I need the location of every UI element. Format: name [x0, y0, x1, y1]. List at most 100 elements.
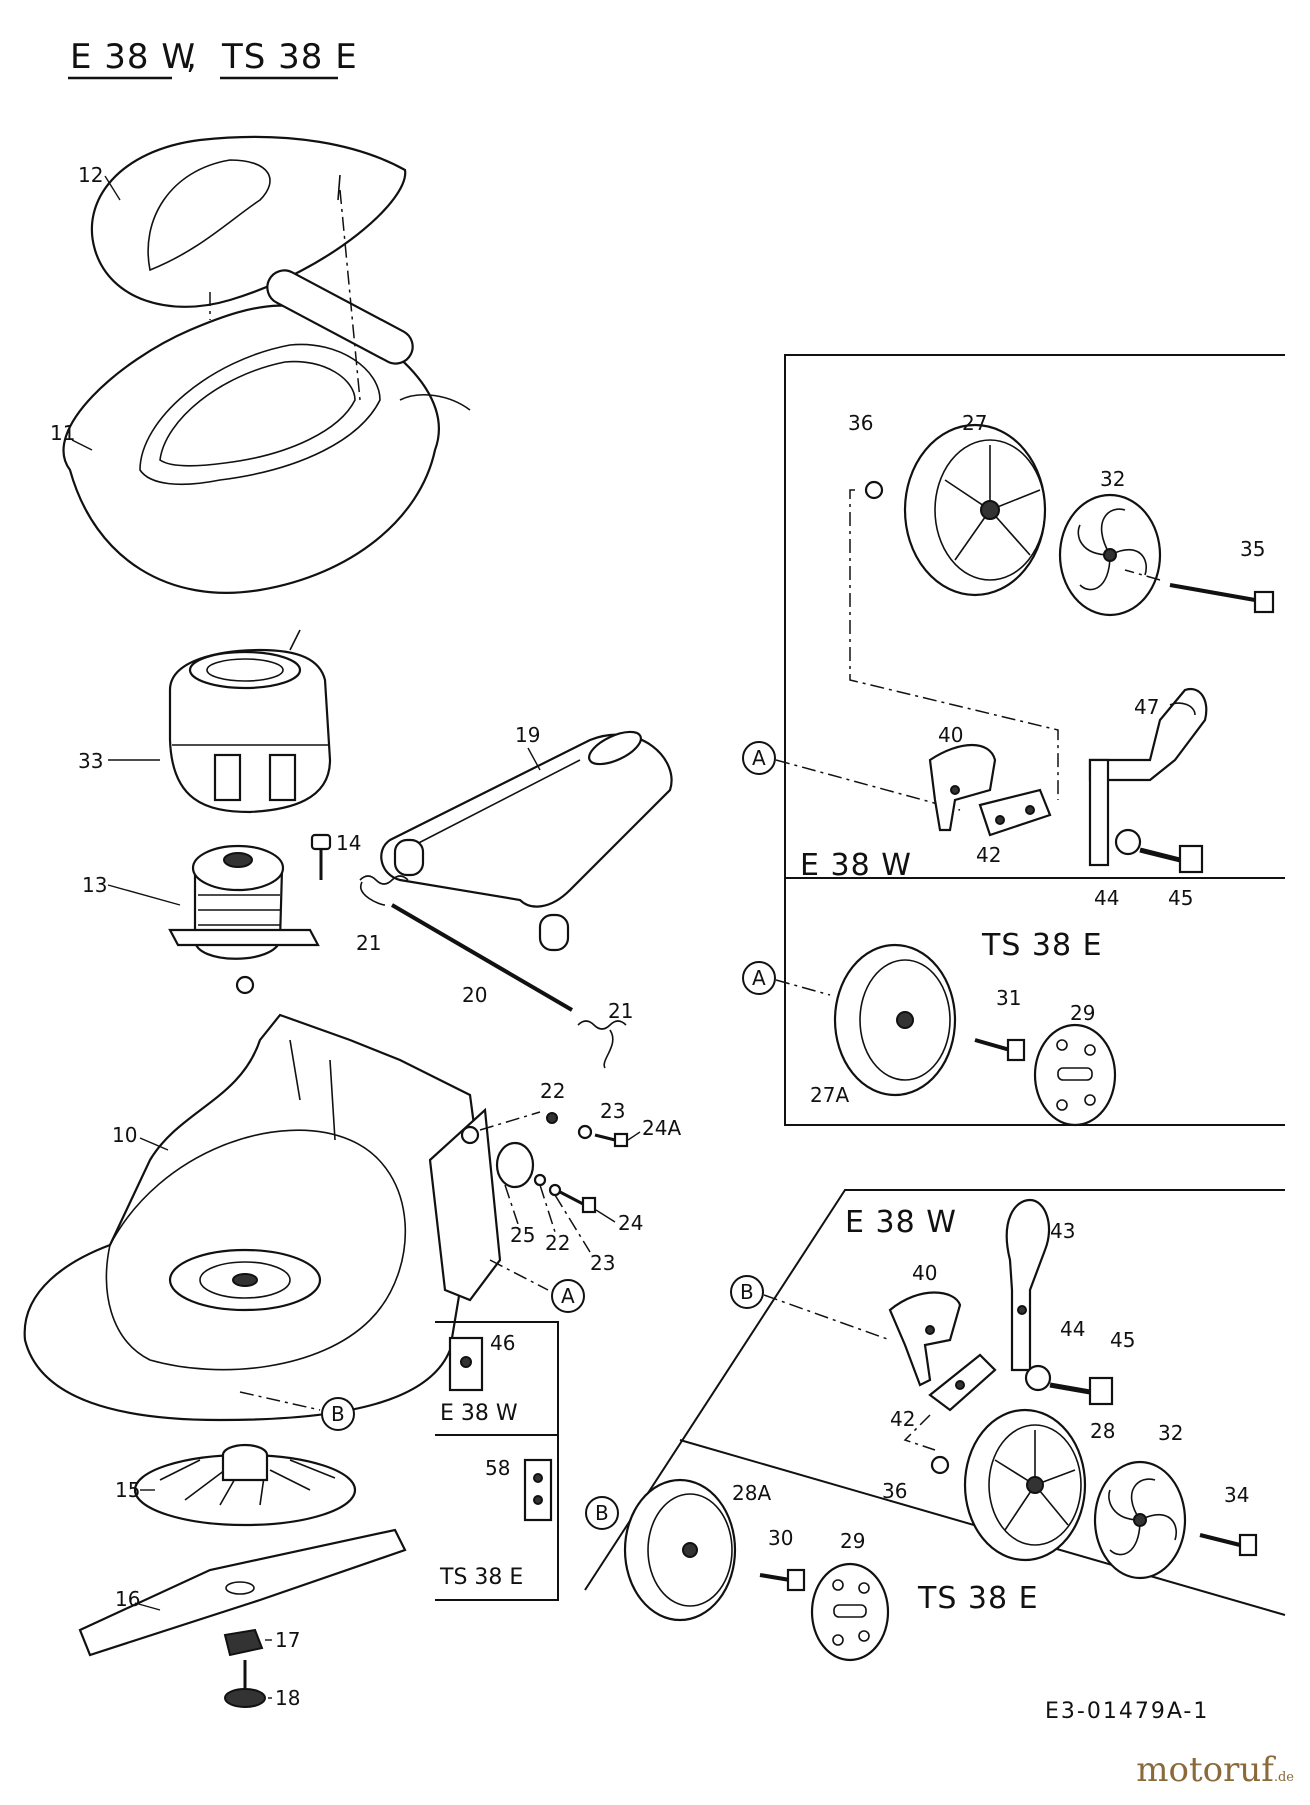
callout-11: 11 [50, 421, 75, 445]
panel-a-height-lever-47 [1088, 687, 1208, 867]
dash-panel-a-wheel-to-bracket [849, 489, 1059, 800]
part-fan [133, 1443, 357, 1527]
dash-panel-b-plate-to-washer [903, 1414, 936, 1451]
callout-B: B [331, 1402, 345, 1426]
panel-a-callout-47: 47 [1134, 695, 1159, 719]
callout-17: 17 [275, 1628, 300, 1652]
header-model-b: TS 38 E [221, 37, 358, 77]
panel-b-height-lever-43 [1005, 1198, 1050, 1372]
panel-b-label-e38w: E 38 W [845, 1205, 957, 1240]
panel-a-washer-36 [864, 480, 884, 500]
panel-a-label-e38w: E 38 W [800, 848, 912, 883]
callout-22b: 22 [545, 1231, 570, 1255]
callout-24A: 24A [642, 1116, 681, 1140]
dash-fastener-bottom [504, 1184, 591, 1253]
panel-b-callout-32: 32 [1158, 1421, 1183, 1445]
inset-box-brackets [435, 1321, 559, 1601]
panel-b-ts-ref-label: B [595, 1501, 609, 1525]
panel-b-washer-36 [930, 1455, 950, 1475]
panel-b-wheel-28A [623, 1478, 737, 1622]
panel-b-callout-36: 36 [882, 1479, 907, 1503]
panel-b-ref-circle [730, 1275, 764, 1309]
ref-circle-b-deck [321, 1397, 355, 1431]
part-bushing-25 [495, 1141, 535, 1189]
part-motor-cover [168, 629, 332, 814]
part-blade-nut [223, 1628, 264, 1657]
panel-a-label-ts38e: TS 38 E [981, 928, 1103, 963]
panel-b-bracket-40 [888, 1291, 962, 1387]
panel-b-callout-44: 44 [1060, 1317, 1085, 1341]
part-spring-21-right [577, 1020, 627, 1069]
part-screw-14 [310, 833, 332, 880]
callout-22a: 22 [540, 1079, 565, 1103]
panel-a-callout-36: 36 [848, 411, 873, 435]
panel-b-ref-label: B [740, 1280, 754, 1304]
panel-a-wheel-27 [903, 423, 1047, 597]
panel-a-callout-31: 31 [996, 986, 1021, 1010]
part-washer-23a [577, 1124, 593, 1140]
inset-label-ts38e: TS 38 E [439, 1565, 523, 1590]
panel-a-bolt-35 [1169, 583, 1275, 614]
callout-19: 19 [515, 723, 540, 747]
panel-a-bolt-45 [1139, 844, 1204, 874]
panel-b-ts-ref-circle [585, 1496, 619, 1530]
panel-b-hubcap-29 [810, 1562, 890, 1662]
ref-circle-a-deck [551, 1279, 585, 1313]
panel-a-ts-ref-label: A [752, 966, 766, 990]
callout-13: 13 [82, 873, 107, 897]
leader-10 [139, 1137, 169, 1151]
panel-b-callout-43: 43 [1050, 1219, 1075, 1243]
callout-14: 14 [336, 831, 361, 855]
leader-19 [527, 747, 541, 771]
dash-fastener-top [479, 1111, 541, 1131]
panel-b-washer-44 [1024, 1364, 1052, 1392]
panel-b-callout-29: 29 [840, 1529, 865, 1553]
panel-a-callout-32: 32 [1100, 467, 1125, 491]
part-blade [78, 1528, 407, 1657]
inset-label-e38w: E 38 W [440, 1401, 518, 1426]
part-axle-20 [390, 903, 574, 1012]
dash-lid-to-box [209, 189, 361, 401]
panel-b-hubcap-32 [1093, 1460, 1187, 1580]
part-grass-box [62, 269, 471, 594]
part-washer-22b [533, 1173, 547, 1187]
panel-b-callout-28A: 28A [732, 1481, 771, 1505]
callout-24: 24 [618, 1211, 643, 1235]
panel-a-callout-29: 29 [1070, 1001, 1095, 1025]
part-washer-23b [548, 1183, 562, 1197]
dash-panel-a-axle [1124, 569, 1161, 581]
panel-a-ts-ref-circle [742, 961, 776, 995]
dash-panel-a-ref [775, 759, 961, 811]
callout-58: 58 [485, 1456, 510, 1480]
part-bolt-24A [594, 1132, 629, 1148]
callout-21a: 21 [356, 931, 381, 955]
leader-24A [627, 1131, 641, 1141]
document-number: E3-01479A-1 [1045, 1699, 1209, 1724]
panel-b-callout-42: 42 [890, 1407, 915, 1431]
brand-name: motoruf [1136, 1750, 1274, 1790]
callout-33: 33 [78, 749, 103, 773]
panel-b-bolt-34 [1199, 1533, 1258, 1557]
callout-46: 46 [490, 1331, 515, 1355]
callout-16: 16 [115, 1587, 140, 1611]
panel-b-callout-28: 28 [1090, 1419, 1115, 1443]
panel-a-hubcap-32 [1058, 493, 1162, 617]
part-blade-bolt [224, 1660, 266, 1708]
part-motor [168, 844, 320, 995]
panel-a-wheel-27A [833, 943, 957, 1097]
dash-ref-b-deck [239, 1391, 321, 1411]
header-model-a: E 38 W [70, 37, 196, 77]
callout-23b: 23 [590, 1251, 615, 1275]
panel-a-bolt-31 [974, 1038, 1026, 1062]
panel-a-callout-40: 40 [938, 723, 963, 747]
leader-11 [71, 439, 93, 451]
panel-a-callout-42: 42 [976, 843, 1001, 867]
leader-16 [134, 1602, 161, 1611]
callout-15: 15 [115, 1478, 140, 1502]
panel-a-callout-27: 27 [962, 411, 987, 435]
brand-watermark: motoruf.de [1136, 1750, 1294, 1790]
panel-a-plate-42 [978, 788, 1052, 837]
panel-b-callout-30: 30 [768, 1526, 793, 1550]
